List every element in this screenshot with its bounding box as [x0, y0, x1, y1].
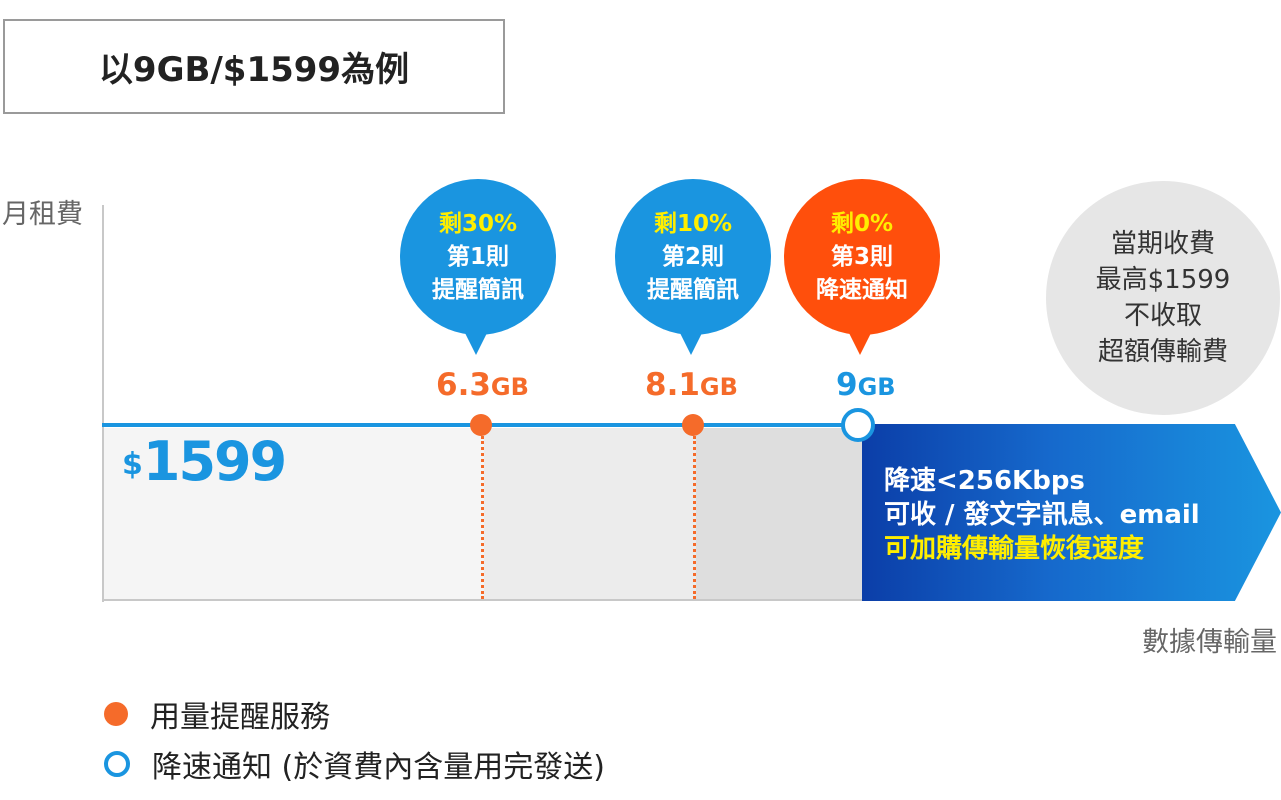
marker-1-action: 提醒簡訊 [432, 276, 524, 303]
monthly-price: $1599 [122, 430, 287, 493]
marker-2-gb-unit: GB [699, 373, 738, 401]
orange-dot-icon [104, 702, 128, 726]
marker-3-gb-label: 9GB [836, 367, 896, 403]
marker-1-dot [470, 414, 492, 436]
marker-2-gb-value: 8.1 [645, 367, 700, 403]
cap-info-line-1: 當期收費 [1110, 229, 1215, 259]
legend-label-reminder: 用量提醒服務 [150, 700, 330, 735]
usage-band-2 [484, 428, 696, 599]
marker-3-notice: 第3則 [830, 243, 893, 270]
marker-3-ring [841, 408, 875, 442]
title-text: 以9GB/$1599為例 [98, 50, 410, 90]
y-axis-label: 月租費 [2, 199, 83, 230]
marker-3-remaining: 剩0% [830, 210, 894, 237]
marker-3-bubble: 剩0% 第3則 降速通知 [784, 179, 940, 355]
x-axis-line [102, 599, 862, 601]
usage-band-3 [696, 428, 862, 599]
marker-2-remaining: 剩10% [653, 210, 733, 237]
x-axis-label: 數據傳輸量 [1142, 627, 1277, 658]
legend-item-reminder: 用量提醒服務 [104, 692, 330, 736]
legend-item-throttle: 降速通知 (於資費內含量用完發送) [104, 742, 605, 786]
marker-1-dashed-line [481, 436, 484, 599]
marker-1-notice: 第1則 [446, 243, 509, 270]
marker-1-gb-value: 6.3 [436, 367, 491, 403]
speed-limit-arrow [862, 424, 1281, 601]
marker-1-gb-label: 6.3GB [436, 367, 529, 403]
price-amount: 1599 [142, 430, 287, 493]
marker-2-notice: 第2則 [661, 243, 724, 270]
marker-3-gb-value: 9 [836, 367, 858, 403]
price-currency: $ [122, 447, 143, 482]
usage-band-1 [104, 428, 484, 599]
y-axis-line [102, 205, 104, 602]
speed-limit-text: 降速<256Kbps 可收 / 發文字訊息、email 可加購傳輸量恢復速度 [884, 464, 1200, 566]
marker-2-gb-label: 8.1GB [645, 367, 738, 403]
marker-2-dot [682, 414, 704, 436]
cap-info-line-3: 不收取 [1123, 301, 1202, 331]
cap-info-line-4: 超額傳輸費 [1097, 337, 1228, 367]
marker-1-remaining: 剩30% [438, 210, 518, 237]
speed-limit-line-3: 可加購傳輸量恢復速度 [884, 534, 1145, 564]
legend-label-throttle: 降速通知 (於資費內含量用完發送) [152, 750, 605, 785]
marker-2-bubble: 剩10% 第2則 提醒簡訊 [615, 179, 771, 355]
marker-1-bubble: 剩30% 第1則 提醒簡訊 [400, 179, 556, 355]
marker-2-dashed-line [693, 436, 696, 599]
speed-limit-line-1: 降速<256Kbps [884, 466, 1085, 496]
marker-3-gb-unit: GB [857, 373, 896, 401]
marker-1-gb-unit: GB [490, 373, 529, 401]
speed-limit-line-2: 可收 / 發文字訊息、email [884, 500, 1200, 530]
title-box: 以9GB/$1599為例 [3, 19, 505, 114]
marker-3-action: 降速通知 [816, 276, 908, 303]
blue-ring-icon [104, 751, 130, 777]
cap-info-line-2: 最高$1599 [1095, 265, 1231, 295]
marker-2-action: 提醒簡訊 [647, 276, 739, 303]
cap-info-circle: 當期收費 最高$1599 不收取 超額傳輸費 [1046, 181, 1280, 415]
